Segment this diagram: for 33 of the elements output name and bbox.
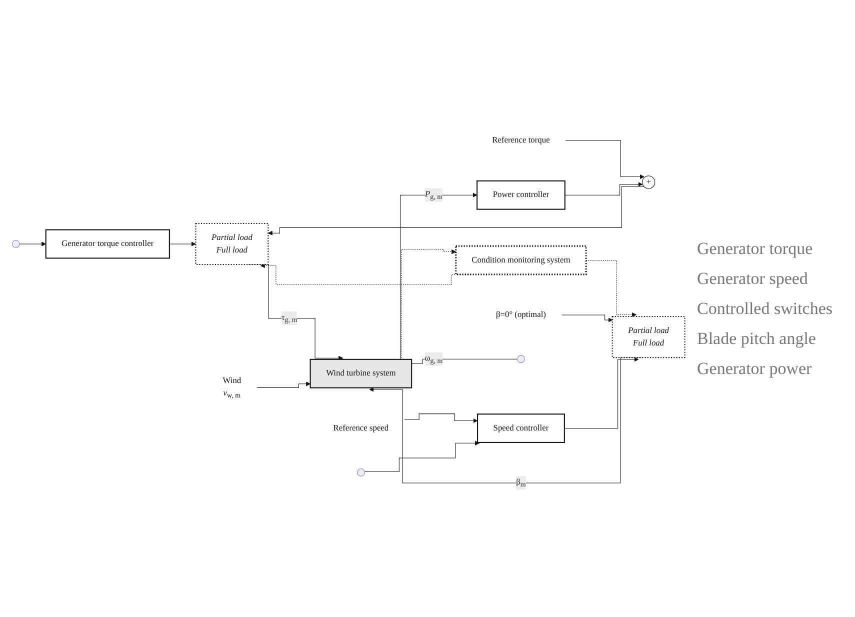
arrow: [586, 260, 637, 318]
block-diagram: τ$_{g, m}$ P$_{g, m}$ ω$_{g, m}$ β$_{m}$ Generator torque controller Reference torque + Power controller Partial load Full load Wind turbine system β=0° (optimal) Reference speed Speed controller Partial load Full load Condition monitoring system Wind v$_{w, m}$: [8, 122, 689, 495]
arrow: [565, 140, 644, 180]
node-box: [476, 180, 566, 210]
edge-label: τ$_{g, m}$: [281, 314, 298, 324]
node-circle: [642, 176, 656, 190]
arrow: [561, 315, 613, 323]
arrow: [364, 441, 480, 472]
node-text: Reference torque: [492, 136, 550, 146]
arrow: [564, 182, 643, 196]
signal-label: Generator torque: [697, 238, 814, 258]
signal-label: Blade pitch angle: [697, 328, 817, 348]
node-box: [45, 230, 170, 260]
arrow: [19, 242, 46, 247]
node-text: β=0° (optimal): [496, 310, 546, 320]
arrow: [564, 358, 639, 430]
node-text: Reference speed: [333, 424, 389, 433]
node-text: Wind v$_{w, m}$: [222, 376, 242, 400]
arrow: [404, 414, 478, 424]
edge-label: β$_{m}$: [516, 478, 526, 489]
edge-label: P$_{g, m}$: [424, 190, 443, 201]
signal-label: Generator speed: [697, 268, 809, 288]
node-box: [195, 223, 269, 266]
edge-label: ω$_{g, m}$: [424, 354, 443, 365]
arrow: [169, 242, 196, 247]
signal-label: Generator power: [697, 358, 813, 378]
node-box: [310, 359, 412, 389]
node-box: [612, 316, 686, 359]
signal-label: Controlled switches: [697, 298, 834, 318]
node-box: [455, 246, 587, 276]
arrow: [268, 186, 644, 236]
arrow: [256, 382, 311, 388]
node-box: [477, 414, 565, 444]
